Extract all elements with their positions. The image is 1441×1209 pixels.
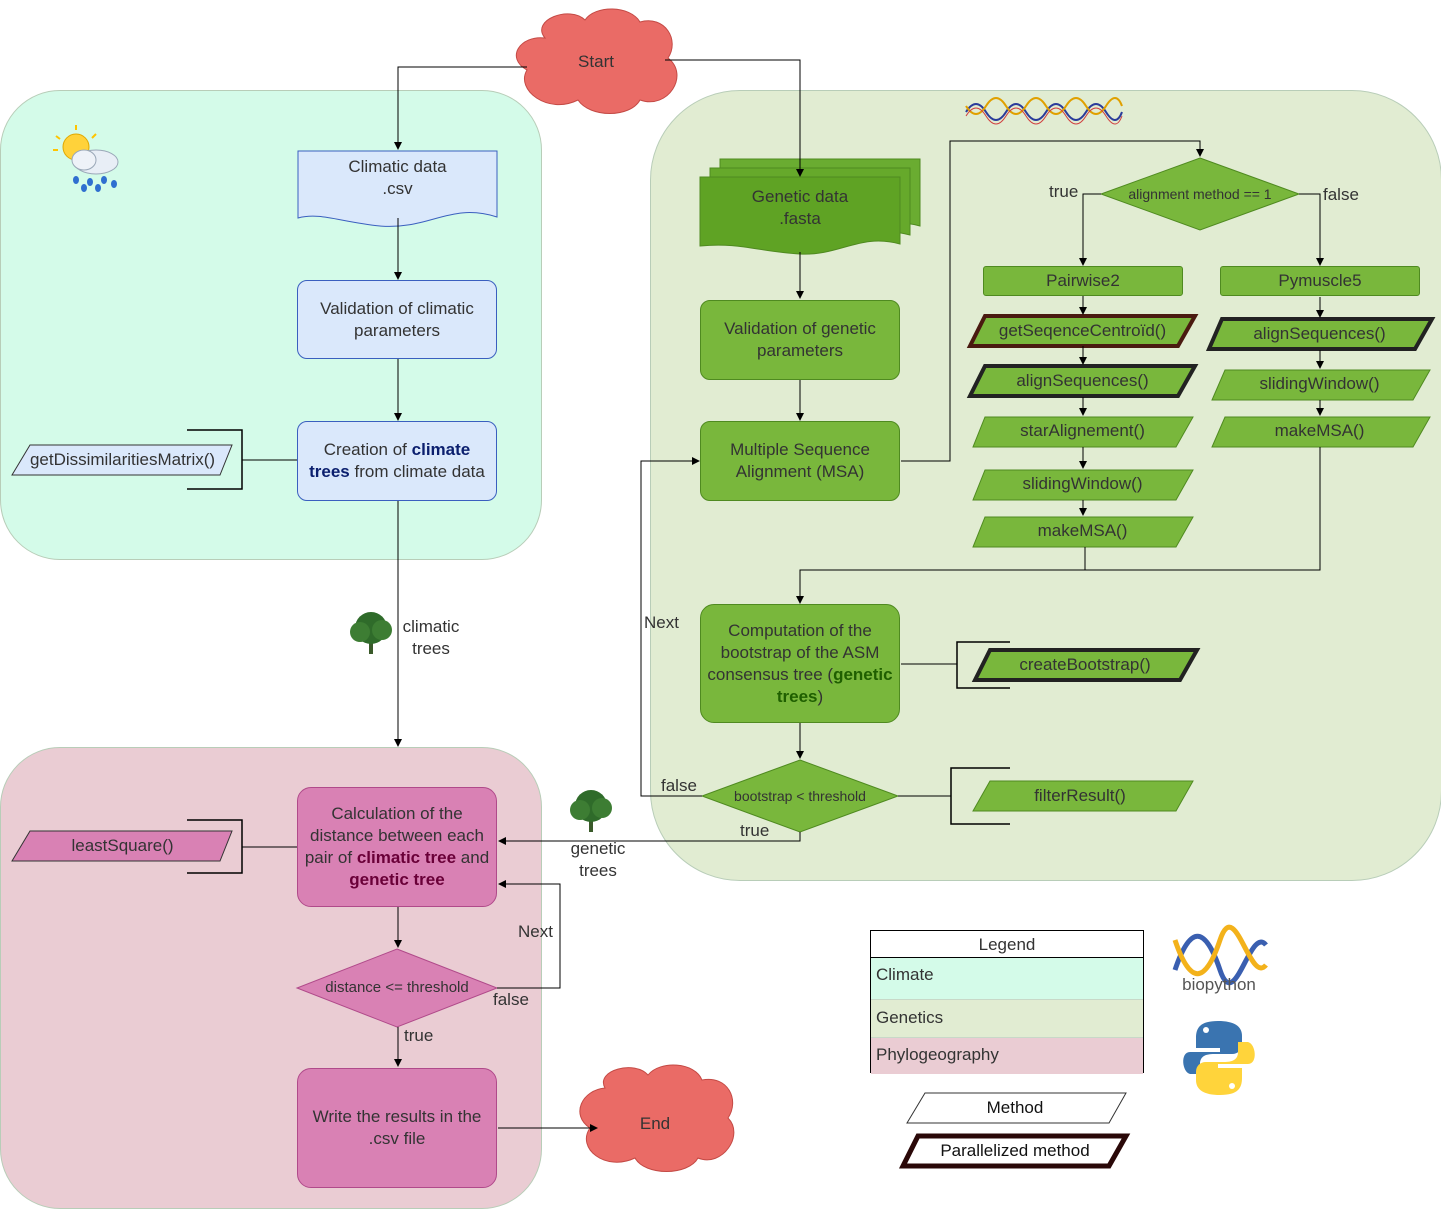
distance-decision-shape xyxy=(295,948,499,1028)
pairwise-method[interactable]: getSeqenceCentroïd() xyxy=(998,321,1167,340)
distance-next-label: Next xyxy=(518,922,553,941)
climatic-data-ext: .csv xyxy=(382,179,413,198)
legend: Legend Climate Genetics Phylogeography xyxy=(870,930,1144,1074)
weather-icon xyxy=(53,125,119,192)
least-square-method[interactable]: leastSquare() xyxy=(71,836,174,855)
python-logo xyxy=(1183,1021,1255,1095)
bootstrap-true-label: true xyxy=(740,821,770,840)
distance-calculation-label: Calculation of the distance between each… xyxy=(304,804,490,889)
climatic-data-title: Climatic data xyxy=(348,157,447,176)
climate-tree-creation-box[interactable]: Creation of climate trees from climate d… xyxy=(297,421,497,501)
dissimilarities-method[interactable]: getDissimilaritiesMatrix() xyxy=(29,450,216,469)
bootstrap-decision-label: bootstrap < threshold xyxy=(734,788,866,804)
alignment-decision-label: alignment method == 1 xyxy=(1128,186,1272,202)
pymuscle5-box[interactable]: Pymuscle5 xyxy=(1220,266,1420,296)
legend-item-climate: Climate xyxy=(871,958,1143,1000)
end-label: End xyxy=(639,1114,671,1133)
pymuscle-method[interactable]: alignSequences() xyxy=(1253,324,1386,343)
climatic-validation-box[interactable]: Validation of climatic parameters xyxy=(297,280,497,359)
genetic-validation-box[interactable]: Validation of genetic parameters xyxy=(700,300,900,380)
pairwise-method[interactable]: alignSequences() xyxy=(1016,371,1149,390)
genetic-data-label: Genetic data .fasta xyxy=(751,187,849,228)
filter-result-method[interactable]: filterResult() xyxy=(1034,786,1126,805)
tree-icon xyxy=(350,612,392,654)
distance-false-label: false xyxy=(493,990,529,1009)
pairwise-method[interactable]: slidingWindow() xyxy=(1022,474,1143,493)
legend-item-genetics: Genetics xyxy=(871,1000,1143,1038)
create-bootstrap-method[interactable]: createBootstrap() xyxy=(1019,655,1151,674)
biopython-text: biopython xyxy=(1182,975,1256,994)
genetic-validation-label: Validation of genetic parameters xyxy=(724,319,876,360)
write-results-label: Write the results in the .csv file xyxy=(312,1107,482,1148)
alignment-true-label: true xyxy=(1049,182,1079,201)
bootstrap-box[interactable]: Computation of the bootstrap of the ASM … xyxy=(700,604,900,723)
legend-parallel-label: Parallelized method xyxy=(940,1141,1090,1160)
pymuscle-method[interactable]: slidingWindow() xyxy=(1259,374,1380,393)
climatic-data-shape xyxy=(297,150,498,227)
pymuscle-method[interactable]: makeMSA() xyxy=(1274,421,1365,440)
pairwise2-label: Pairwise2 xyxy=(1046,271,1120,290)
pairwise-method[interactable]: starAlignement() xyxy=(1020,421,1145,440)
alignment-false-label: false xyxy=(1323,185,1359,204)
genetic-trees-label: genetic trees xyxy=(570,839,626,880)
climate-tree-creation-label: Creation of climate trees from climate d… xyxy=(309,440,485,481)
msa-box[interactable]: Multiple Sequence Alignment (MSA) xyxy=(700,421,900,501)
tree-icon xyxy=(570,790,612,832)
pymuscle5-label: Pymuscle5 xyxy=(1278,271,1362,290)
end-cloud xyxy=(579,1064,735,1172)
bootstrap-label: Computation of the bootstrap of the ASM … xyxy=(707,620,893,706)
legend-method-label: Method xyxy=(986,1098,1044,1117)
msa-next-label: Next xyxy=(644,613,679,632)
pairwise2-box[interactable]: Pairwise2 xyxy=(983,266,1183,296)
distance-true-label: true xyxy=(404,1026,434,1045)
climatic-data-label: Climatic data .csv xyxy=(298,156,497,200)
start-label: Start xyxy=(578,52,614,71)
distance-decision-label: distance <= threshold xyxy=(325,979,469,996)
dna-icon xyxy=(965,97,1123,125)
legend-item-phylogeography: Phylogeography xyxy=(871,1038,1143,1074)
pairwise-method[interactable]: makeMSA() xyxy=(1037,521,1128,540)
climatic-validation-label: Validation of climatic parameters xyxy=(320,298,474,340)
distance-calculation-box[interactable]: Calculation of the distance between each… xyxy=(297,787,497,907)
msa-label: Multiple Sequence Alignment (MSA) xyxy=(730,440,870,481)
legend-title: Legend xyxy=(871,931,1143,958)
write-results-box[interactable]: Write the results in the .csv file xyxy=(297,1068,497,1188)
start-cloud xyxy=(515,8,678,114)
bootstrap-false-label: false xyxy=(661,776,697,795)
biopython-logo xyxy=(1172,924,1268,986)
climatic-trees-label: climatic trees xyxy=(402,617,460,658)
alignment-decision-shape xyxy=(1099,157,1301,231)
